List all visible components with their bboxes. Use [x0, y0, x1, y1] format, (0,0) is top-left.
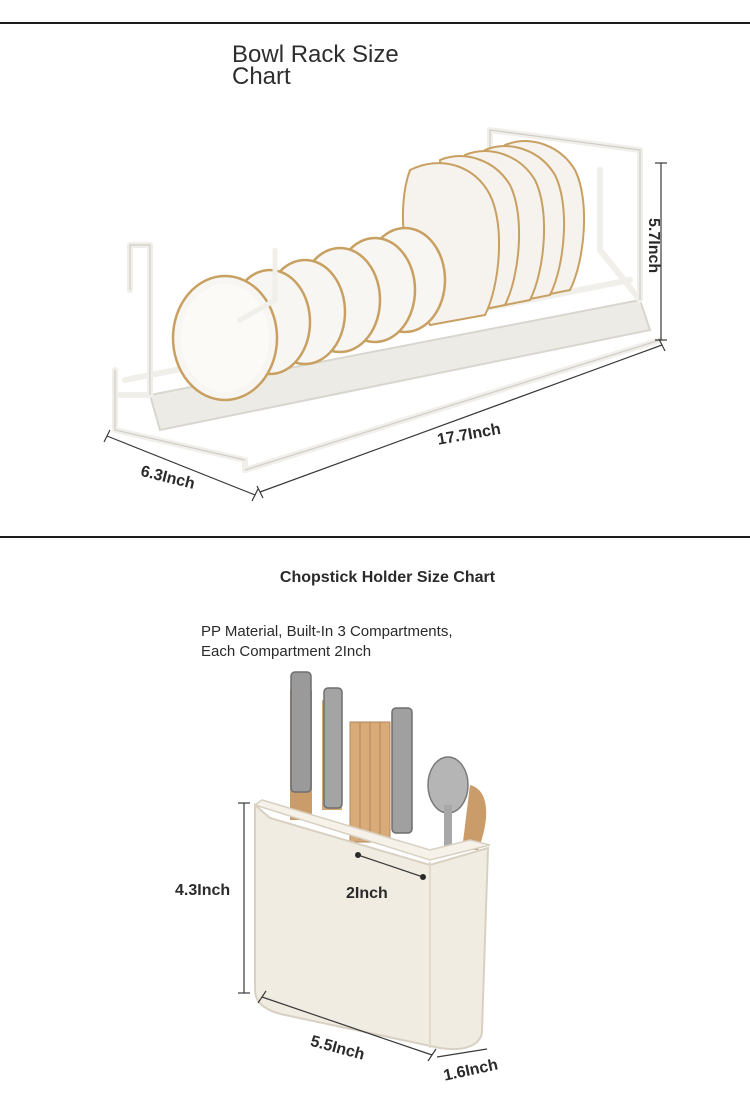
bowl-rack-dimension-lines: [103, 162, 667, 502]
bowl-rack-image: [112, 127, 663, 473]
holder-height-label: 4.3Inch: [175, 882, 231, 899]
bowl-rack-title: Bowl Rack Size Chart: [232, 41, 492, 90]
holder-compartment-label: 2Inch: [346, 885, 388, 902]
chopstick-holder-image: [253, 671, 491, 1050]
chopstick-holder-title: Chopstick Holder Size Chart: [279, 569, 496, 586]
description-line1: PP Material, Built-In 3 Compartments,: [201, 623, 453, 640]
top-divider: [0, 22, 750, 24]
middle-divider: [0, 536, 750, 538]
bowl-rack-height-label: 5.7Inch: [645, 218, 662, 274]
bowl-rack-title-line2: Chart: [232, 63, 291, 90]
chopstick-holder-description: PP Material, Built-In 3 Compartments, Ea…: [201, 622, 561, 662]
holder-dimension-lines: [238, 802, 488, 1062]
description-line2: Each Compartment 2Inch: [201, 643, 372, 660]
bowl-rack-title-line1: Bowl Rack Size: [232, 41, 399, 68]
